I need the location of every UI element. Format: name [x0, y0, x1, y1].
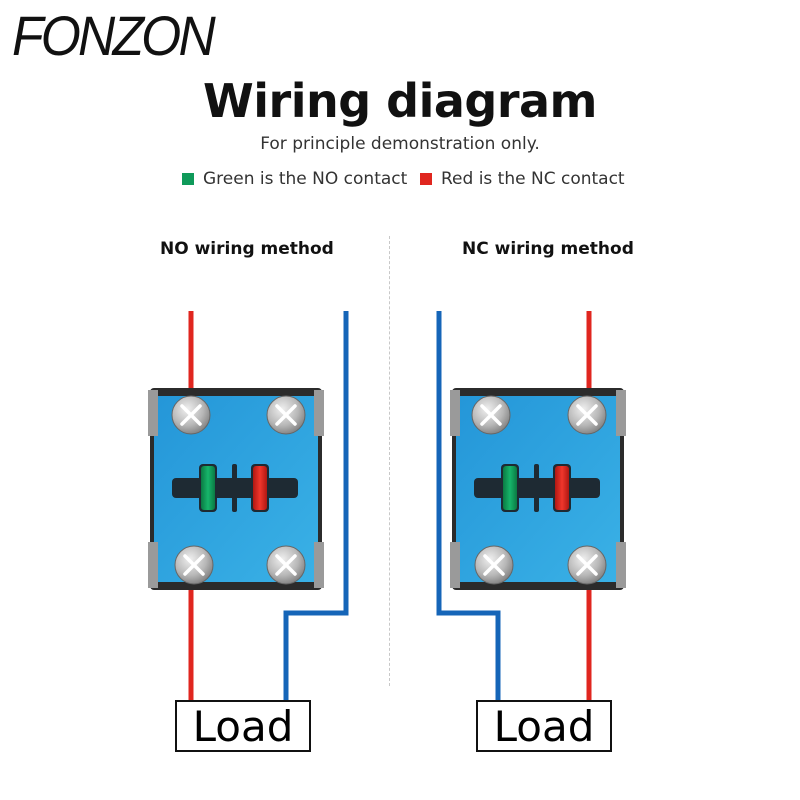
screw-icon [470, 394, 512, 436]
screw-icon [566, 544, 608, 586]
divider-line [389, 236, 390, 686]
green-swatch [182, 173, 194, 185]
screw-icon [265, 394, 307, 436]
screw-icon [473, 544, 515, 586]
nc-wiring-label: NC wiring method [462, 239, 634, 259]
no-blue-wire [283, 311, 349, 700]
screw-icon [173, 544, 215, 586]
no-wiring-label: NO wiring method [160, 239, 334, 259]
legend-item-no: Green is the NO contact [182, 169, 407, 189]
no-diagram [148, 311, 349, 700]
page-title: Wiring diagram [203, 74, 597, 128]
page-subtitle: For principle demonstration only. [260, 134, 540, 154]
screw-icon [170, 394, 212, 436]
screw-icon [566, 394, 608, 436]
no-load-box: Load [175, 700, 311, 752]
nc-load-box: Load [476, 700, 612, 752]
legend-label-nc: Red is the NC contact [441, 169, 625, 189]
legend-label-no: Green is the NO contact [203, 169, 408, 189]
legend-item-nc: Red is the NC contact [420, 169, 625, 189]
red-swatch [420, 173, 432, 185]
screw-icon [265, 544, 307, 586]
nc-diagram [436, 311, 626, 700]
nc-blue-wire [436, 311, 501, 700]
brand-logo: FONZON [12, 4, 216, 67]
